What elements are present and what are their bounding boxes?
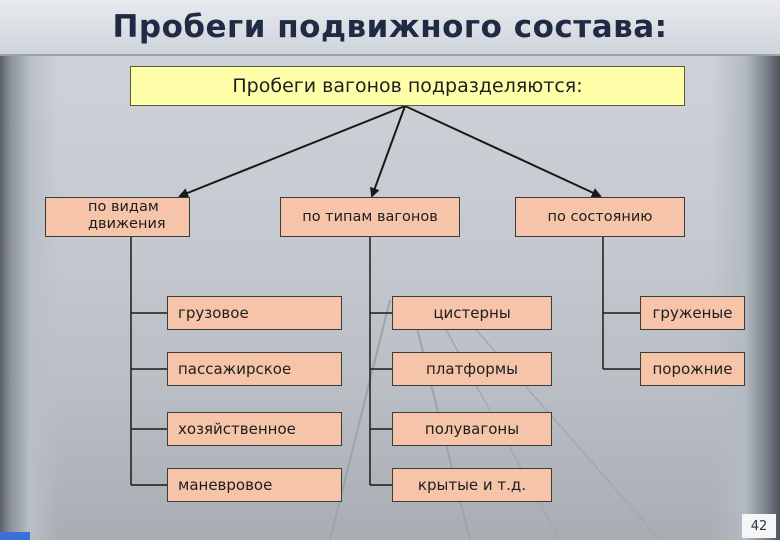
slide-title: Пробеги подвижного состава: <box>112 9 668 45</box>
category-label: по типам вагонов <box>302 209 438 225</box>
leaf-box: грузовое <box>167 296 342 330</box>
leaf-label: хозяйственное <box>178 420 296 438</box>
category-label: по видам движения <box>88 199 166 232</box>
arrow-to-category-2 <box>370 105 406 198</box>
leaf-label: пассажирское <box>178 360 292 378</box>
category-box-wagon-types: по типам вагонов <box>280 197 460 237</box>
category-box-motion-types: по видам движения <box>45 197 190 237</box>
leaf-label: грузовое <box>178 304 249 322</box>
leaf-label: цистерны <box>433 304 511 322</box>
root-label: Пробеги вагонов подразделяются: <box>232 75 583 97</box>
leaf-box: маневровое <box>167 468 342 502</box>
leaf-box: полувагоны <box>392 412 552 446</box>
footer-accent-strip <box>0 532 30 540</box>
title-bar: Пробеги подвижного состава: <box>0 0 780 56</box>
category-box-condition: по состоянию <box>515 197 685 237</box>
leaf-box: порожние <box>640 352 745 386</box>
arrow-to-category-1 <box>178 105 406 198</box>
leaf-label: маневровое <box>178 476 273 494</box>
leaf-box: хозяйственное <box>167 412 342 446</box>
category-label: по состоянию <box>547 209 653 225</box>
leaf-box: цистерны <box>392 296 552 330</box>
leaf-label: груженые <box>652 304 733 322</box>
leaf-box: платформы <box>392 352 552 386</box>
leaf-label: крытые и т.д. <box>417 476 527 494</box>
leaf-label: платформы <box>425 360 518 378</box>
arrow-to-category-3 <box>404 105 602 198</box>
leaf-label: полувагоны <box>424 420 520 438</box>
leaf-box: пассажирское <box>167 352 342 386</box>
leaf-box: груженые <box>640 296 745 330</box>
page-number: 42 <box>750 518 768 534</box>
leaf-box: крытые и т.д. <box>392 468 552 502</box>
page-number-box: 42 <box>742 514 776 538</box>
leaf-label: порожние <box>652 360 733 378</box>
root-box: Пробеги вагонов подразделяются: <box>130 66 685 106</box>
